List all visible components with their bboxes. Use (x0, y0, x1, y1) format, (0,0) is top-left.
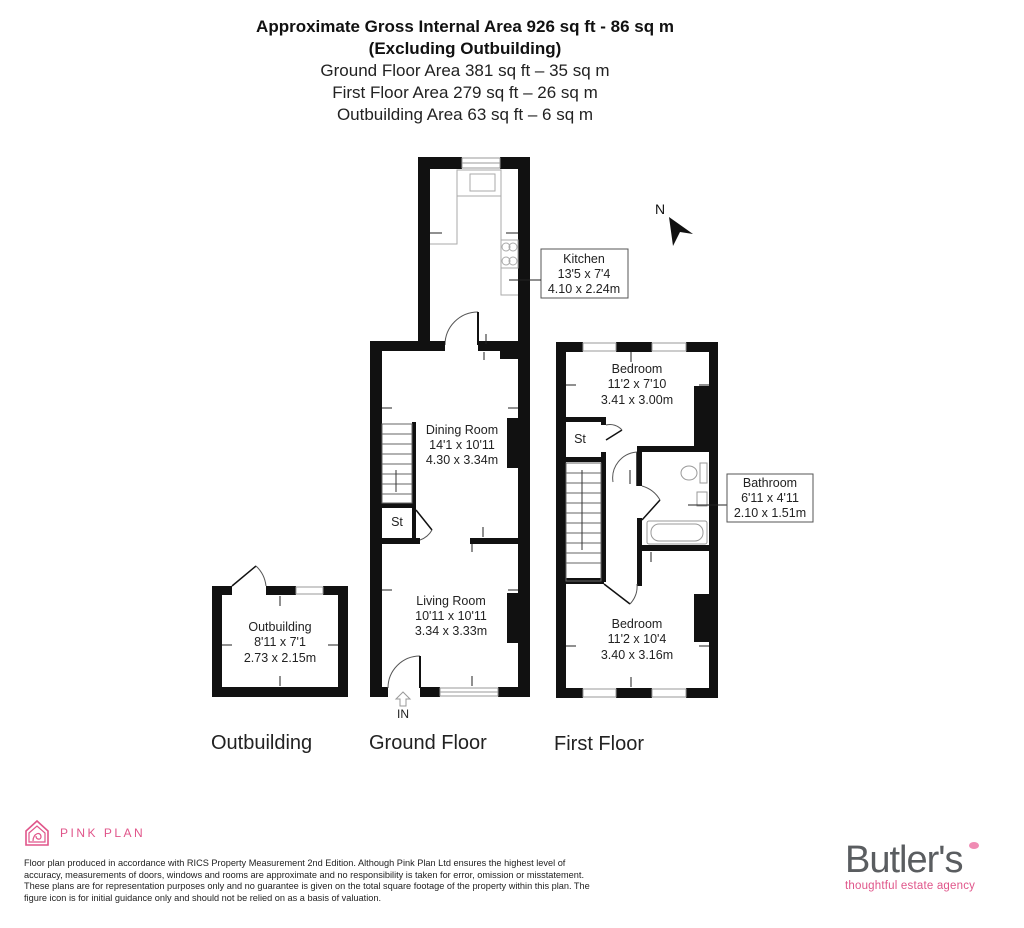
first-floor-label: First Floor (554, 733, 644, 755)
svg-text:11'2 x 10'4: 11'2 x 10'4 (608, 632, 667, 646)
outbuilding-plan: Outbuilding 8'11 x 7'1 2.73 x 2.15m Outb… (211, 565, 348, 754)
ground-floor-walls (370, 341, 530, 697)
measure-arrows (382, 232, 518, 686)
first-measure-arrows (566, 352, 727, 687)
outbuilding-door (231, 565, 267, 587)
bathroom-fixtures (646, 462, 708, 545)
kitchen-units (430, 169, 519, 296)
room-label-ground-store: St (391, 515, 403, 529)
compass: N (655, 201, 693, 246)
svg-text:Bathroom: Bathroom (743, 476, 797, 490)
svg-text:Living Room: Living Room (416, 594, 485, 608)
outbuilding-window (295, 586, 324, 595)
outbuilding-floor-label: Outbuilding (211, 732, 312, 754)
svg-text:3.34 x 3.33m: 3.34 x 3.33m (415, 624, 487, 638)
butlers-logo: Butler's thoughtful estate agency (845, 840, 979, 892)
ground-store-door (415, 509, 433, 541)
pink-plan-house-icon (25, 819, 49, 846)
first-stairs (565, 462, 602, 582)
apostrophe-dot-icon (969, 842, 979, 849)
first-floor-doors (603, 424, 661, 605)
room-label-outbuilding: Outbuilding 8'11 x 7'1 2.73 x 2.15m (244, 620, 316, 665)
svg-text:4.30 x 3.34m: 4.30 x 3.34m (426, 453, 498, 467)
gross-area-note: (Excluding Outbuilding) (368, 39, 562, 58)
outbuilding-walls (212, 586, 348, 697)
svg-text:8'11 x 7'1: 8'11 x 7'1 (254, 635, 306, 649)
svg-text:14'1 x 10'11: 14'1 x 10'11 (429, 438, 495, 452)
svg-text:2.73 x 2.15m: 2.73 x 2.15m (244, 651, 316, 665)
room-label-first-store: St (574, 432, 586, 446)
kitchen-callout: Kitchen 13'5 x 7'4 4.10 x 2.24m (509, 248, 629, 299)
room-label-bedroom-2: Bedroom 11'2 x 10'4 3.40 x 3.16m (601, 617, 673, 662)
outbuilding-measure-arrows (222, 596, 338, 686)
svg-text:4.10 x 2.24m: 4.10 x 2.24m (548, 282, 620, 296)
svg-text:11'2 x 7'10: 11'2 x 7'10 (608, 377, 667, 391)
gross-area-title: Approximate Gross Internal Area 926 sq f… (256, 17, 674, 36)
room-label-bedroom-1: Bedroom 11'2 x 7'10 3.41 x 3.00m (601, 362, 673, 407)
north-arrow-icon (669, 217, 693, 246)
svg-text:Bedroom: Bedroom (612, 617, 663, 631)
svg-text:6'11 x 4'11: 6'11 x 4'11 (741, 491, 799, 505)
ground-floor-label: Ground Floor (369, 732, 487, 754)
agency-tagline: thoughtful estate agency (845, 880, 976, 892)
ground-stairs (381, 423, 413, 504)
entrance-label: IN (397, 707, 409, 721)
room-label-living: Living Room 10'11 x 10'11 3.34 x 3.33m (415, 594, 487, 638)
svg-text:Outbuilding: Outbuilding (248, 620, 311, 634)
pink-plan-logo: PINK PLAN (24, 819, 145, 847)
svg-text:2.10 x 1.51m: 2.10 x 1.51m (734, 506, 806, 520)
ground-floor-plan: IN Dining Room 14'1 x 10'11 4.30 x 3.34m… (369, 157, 629, 754)
living-window (439, 687, 499, 697)
agency-name: Butler's (845, 840, 979, 880)
svg-text:10'11 x 10'11: 10'11 x 10'11 (415, 609, 487, 623)
svg-text:13'5 x 7'4: 13'5 x 7'4 (558, 267, 611, 281)
svg-text:Bedroom: Bedroom (612, 362, 663, 376)
room-label-dining: Dining Room 14'1 x 10'11 4.30 x 3.34m (426, 423, 498, 467)
ground-floor-area: Ground Floor Area 381 sq ft – 35 sq m (320, 61, 610, 80)
bathroom-callout: Bathroom 6'11 x 4'11 2.10 x 1.51m (726, 473, 814, 523)
kitchen-walls (418, 157, 530, 357)
first-floor-windows (582, 342, 687, 698)
disclaimer-text: Floor plan produced in accordance with R… (24, 858, 590, 903)
compass-north-label: N (655, 201, 665, 217)
kitchen-door (444, 311, 479, 346)
svg-text:3.41 x 3.00m: 3.41 x 3.00m (601, 393, 673, 407)
svg-text:3.40 x 3.16m: 3.40 x 3.16m (601, 648, 673, 662)
first-floor-plan: Bedroom 11'2 x 7'10 3.41 x 3.00m St Bath… (554, 342, 814, 755)
outbuilding-area: Outbuilding Area 63 sq ft – 6 sq m (336, 105, 594, 124)
svg-text:Kitchen: Kitchen (563, 252, 605, 266)
pink-plan-brand: PINK PLAN (60, 826, 146, 840)
kitchen-window (461, 157, 501, 169)
svg-text:Dining Room: Dining Room (426, 423, 498, 437)
area-summary: Approximate Gross Internal Area 926 sq f… (0, 16, 930, 126)
first-floor-area: First Floor Area 279 sq ft – 26 sq m (332, 83, 598, 102)
front-door (387, 655, 421, 689)
entrance-arrow-icon (394, 691, 412, 707)
